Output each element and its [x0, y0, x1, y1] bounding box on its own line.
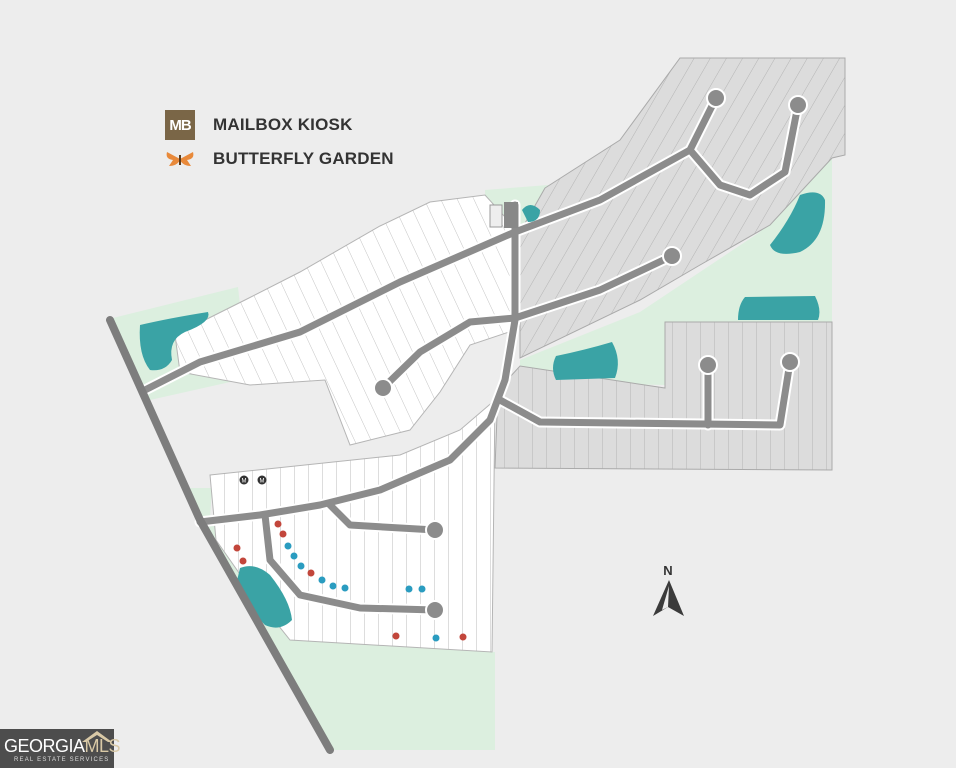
lot-status-dot	[279, 530, 287, 538]
lot-status-dot	[284, 542, 292, 550]
legend-label: BUTTERFLY GARDEN	[213, 149, 394, 168]
lot-status-dot	[239, 557, 247, 565]
logo-tagline: REAL ESTATE SERVICES	[14, 757, 110, 763]
cul-de-sacs	[373, 88, 808, 620]
lot-status-dot	[392, 632, 400, 640]
butterfly-icon	[166, 152, 194, 166]
pond	[139, 192, 826, 628]
lot-status-markers	[233, 520, 467, 642]
lot-status-dot	[432, 634, 440, 642]
lot-status-dot	[290, 552, 298, 560]
mailbox-markers: M M	[239, 475, 267, 485]
legend-item-butterfly-garden: BUTTERFLY GARDEN	[165, 142, 394, 176]
highway	[106, 316, 334, 754]
future-lots	[494, 57, 846, 471]
north-label: N	[663, 563, 673, 578]
mailbox-marker-label: M	[260, 479, 265, 485]
released-lots	[174, 194, 516, 653]
lot-status-dot	[297, 562, 305, 570]
lot-status-dot	[318, 576, 326, 584]
georgia-mls-logo: GEORGIAMLS REAL ESTATE SERVICES	[0, 729, 121, 768]
logo-text: GEORGIAMLS	[4, 736, 121, 756]
lot-status-dot	[459, 633, 467, 641]
legend-label: MAILBOX KIOSK	[213, 115, 353, 134]
compass-arrow-icon	[653, 580, 684, 616]
roof-icon	[82, 731, 112, 742]
lot-status-dot	[405, 585, 413, 593]
lot-status-dot	[274, 520, 282, 528]
legend-item-mailbox-kiosk: MB MAILBOX KIOSK	[165, 108, 394, 142]
lot-status-dot	[341, 584, 349, 592]
roads	[106, 88, 808, 754]
lot-status-dot	[329, 582, 337, 590]
lot-status-dot	[307, 569, 315, 577]
north-arrow: N	[648, 563, 688, 623]
lot-status-dot	[418, 585, 426, 593]
amenity-center	[489, 202, 540, 228]
mailbox-marker-label: M	[242, 479, 247, 485]
legend: MB MAILBOX KIOSK BUTTERFLY GARDEN	[165, 108, 394, 176]
mailbox-kiosk-badge: MB	[165, 110, 195, 140]
lot-status-dot	[233, 544, 241, 552]
